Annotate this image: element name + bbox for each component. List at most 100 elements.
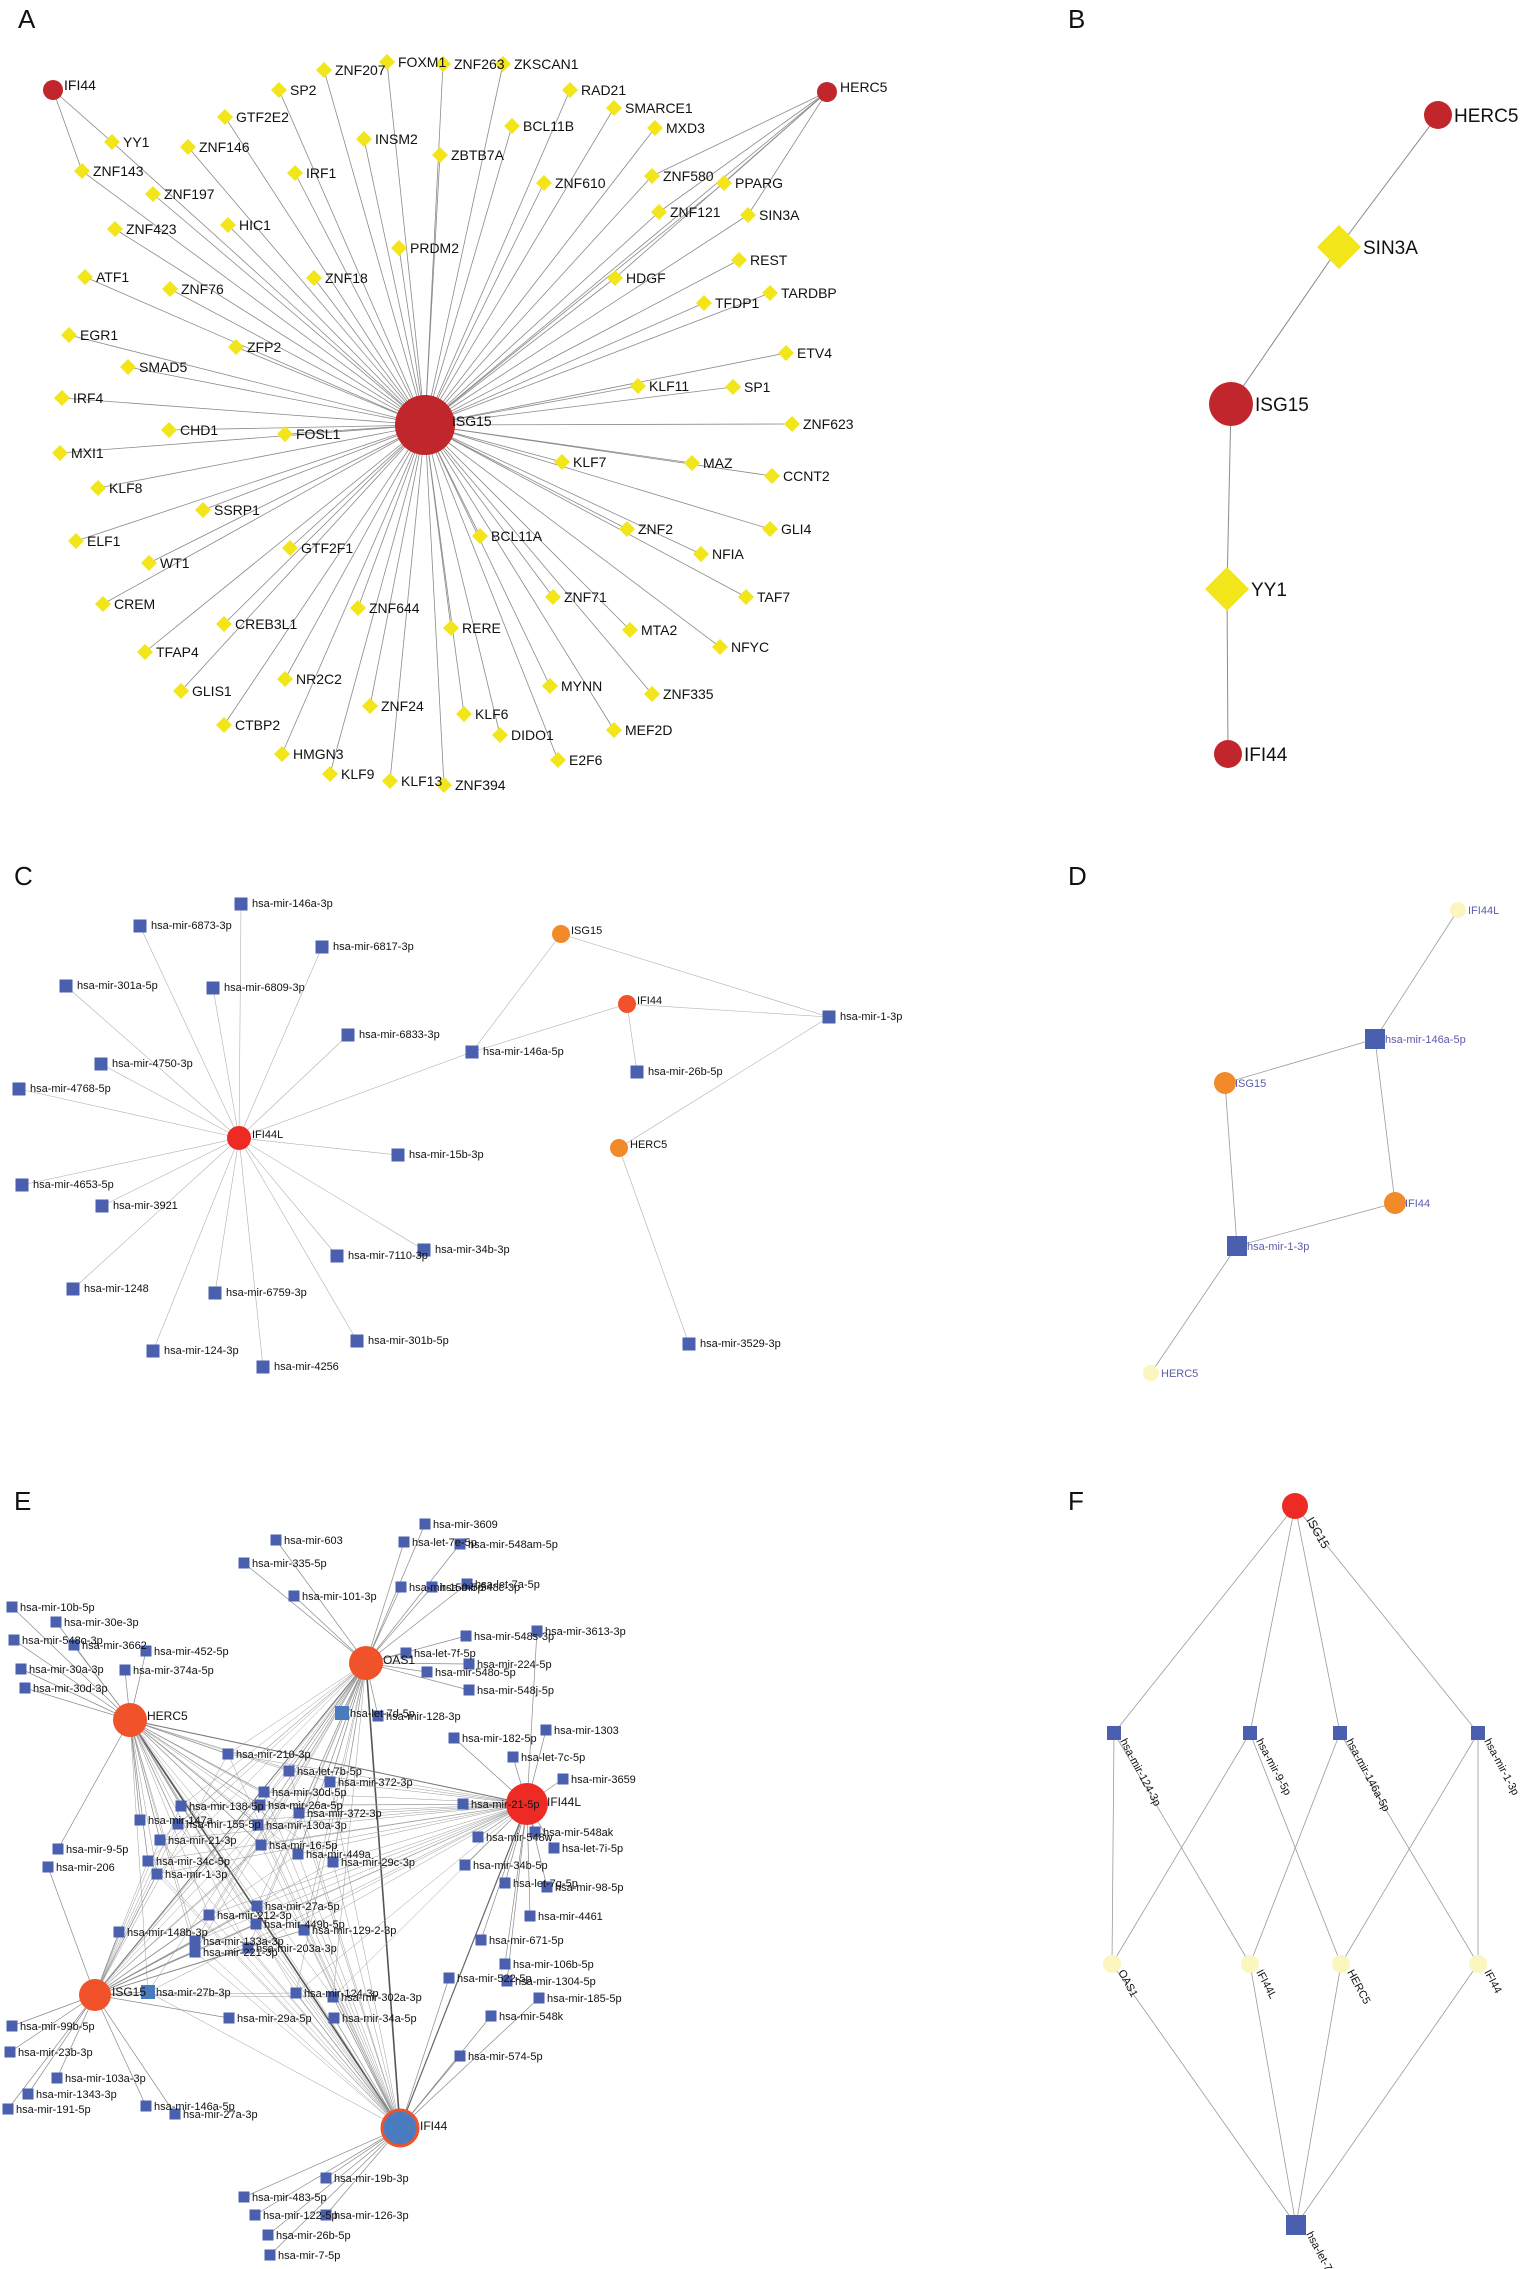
tf-node-znf197 xyxy=(145,186,161,202)
mirna-node-hsa-mir-148b-3p-66 xyxy=(113,1926,125,1938)
edge xyxy=(129,1719,297,1994)
node-label-hsa-mir-548o-3p: hsa-mir-548o-3p xyxy=(22,1635,103,1647)
edge xyxy=(68,334,426,426)
mirna-node-hsa-let-7i-5p-32 xyxy=(548,1842,560,1854)
tf-node-crem xyxy=(95,596,111,612)
tf-node-znf644 xyxy=(350,600,366,616)
tf-node-sp1 xyxy=(725,379,741,395)
node-label-znf71: ZNF71 xyxy=(564,589,607,605)
node-label-hsa-mir-1-3p: hsa-mir-1-3p xyxy=(165,1869,227,1881)
tf-node-ssrp1 xyxy=(195,502,211,518)
edge xyxy=(357,424,426,609)
edge xyxy=(424,424,615,731)
edge xyxy=(298,1812,401,2129)
edge xyxy=(94,1994,176,2115)
edge xyxy=(1226,588,1229,755)
node-label-hsa-mir-27a-5p: hsa-mir-27a-5p xyxy=(265,1901,340,1913)
node-label-mxi1: MXI1 xyxy=(71,445,104,461)
node-label-hsa-mir-26b-5p: hsa-mir-26b-5p xyxy=(276,2230,351,2242)
node-label-hsa-mir-103a-3p: hsa-mir-103a-3p xyxy=(65,2073,146,2085)
gene-node-ifi44l xyxy=(1241,1955,1259,1973)
edge xyxy=(303,1662,367,1931)
bottom-node-hsa-let-7b-5p xyxy=(1286,2215,1306,2235)
edge xyxy=(177,1823,401,2129)
mirna-node-hsa-mir-10b-5p-6 xyxy=(6,1601,18,1613)
tf-node-tfap4 xyxy=(137,644,153,660)
edge xyxy=(424,424,721,648)
edge xyxy=(424,424,702,555)
edge xyxy=(129,1719,161,1841)
mirna-node-hsa-mir-1-3p xyxy=(822,1010,836,1024)
mirna-node-hsa-let-7e-5p-4 xyxy=(398,1536,410,1548)
node-yy1 xyxy=(1205,567,1249,611)
edge xyxy=(168,424,426,431)
edge xyxy=(61,397,426,426)
mirna-node-hsa-mir-21-3p-54 xyxy=(154,1834,166,1846)
node-label-yy1: YY1 xyxy=(1251,580,1287,601)
tf-node-egr1 xyxy=(61,327,77,343)
node-label-hsa-mir-6809-3p: hsa-mir-6809-3p xyxy=(224,982,305,994)
node-label-hsa-mir-1-3p: hsa-mir-1-3p xyxy=(840,1011,902,1023)
edge xyxy=(238,1137,358,1342)
node-label-hsa-mir-133a-3p: hsa-mir-133a-3p xyxy=(203,1936,284,1948)
mirna-node-hsa-mir-138-5p-49 xyxy=(175,1800,187,1812)
node-label-znf623: ZNF623 xyxy=(803,416,854,432)
mirna-node-hsa-mir-212-3p-64 xyxy=(203,1909,215,1921)
mirna-node-hsa-mir-4750-3p xyxy=(94,1057,108,1071)
edge xyxy=(313,277,426,426)
edge xyxy=(1339,1732,1479,1965)
node-label-znf644: ZNF644 xyxy=(369,600,420,616)
edge xyxy=(129,1719,290,1772)
top-node-isg15 xyxy=(1282,1493,1308,1519)
edge xyxy=(144,424,426,653)
gene-node-ifi44 xyxy=(380,2108,420,2148)
node-label-hsa-mir-374a-5p: hsa-mir-374a-5p xyxy=(133,1665,214,1677)
tf-node-znf146 xyxy=(180,139,196,155)
tf-node-smarce1 xyxy=(606,100,622,116)
node-label-isg15: ISG15 xyxy=(112,1985,146,1999)
edge xyxy=(256,1662,367,1907)
edge xyxy=(506,1803,528,1982)
edge xyxy=(365,1523,426,1664)
edge xyxy=(365,1662,470,1665)
edge xyxy=(238,1034,349,1139)
node-label-hsa-mir-548s-3p: hsa-mir-548s-3p xyxy=(474,1631,554,1643)
node-label-hsa-mir-130a-3p: hsa-mir-130a-3p xyxy=(266,1820,347,1832)
gene-node-ifi44 xyxy=(1469,1955,1487,1973)
mirna-node-hsa-mir-1-3p xyxy=(1471,1726,1485,1740)
mirna-node-hsa-mir-483-5p-83 xyxy=(238,2191,250,2203)
edge xyxy=(303,1803,528,1931)
edge xyxy=(424,211,660,426)
node-label-hsa-mir-129-2-3p: hsa-mir-129-2-3p xyxy=(312,1925,396,1937)
node-label-znf207: ZNF207 xyxy=(335,62,386,78)
node-label-rad21: RAD21 xyxy=(581,82,626,98)
panel-label-c: C xyxy=(14,861,33,891)
edge xyxy=(101,1137,240,1207)
mirna-node-hsa-mir-548s-3p-17 xyxy=(460,1630,472,1642)
node-label-znf24: ZNF24 xyxy=(381,698,424,714)
node-label-irf1: IRF1 xyxy=(306,165,337,181)
edge xyxy=(259,1662,367,1806)
panel-label-a: A xyxy=(18,4,36,34)
node-label-znf197: ZNF197 xyxy=(164,186,215,202)
edge xyxy=(194,1940,401,2129)
node-label-herc5: HERC5 xyxy=(630,1139,667,1151)
edge xyxy=(227,1753,401,2129)
edge xyxy=(254,2127,401,2216)
mirna-node-hsa-mir-34c-5p-59 xyxy=(142,1855,154,1867)
edge xyxy=(147,1860,401,2129)
node-label-hsa-mir-1-3p: hsa-mir-1-3p xyxy=(1247,1241,1309,1253)
edge xyxy=(1111,1963,1297,2226)
edge xyxy=(212,987,240,1139)
edge xyxy=(399,1803,528,2129)
edge xyxy=(18,1088,240,1139)
mirna-node-hsa-mir-203a-3p-68 xyxy=(242,1942,254,1954)
node-label-hsa-mir-3529-3p: hsa-mir-3529-3p xyxy=(700,1338,781,1350)
edge xyxy=(147,1803,528,1993)
edge xyxy=(424,424,773,477)
edge xyxy=(278,89,426,426)
node-label-znf423: ZNF423 xyxy=(126,221,177,237)
node-label-tfap4: TFAP4 xyxy=(156,644,199,660)
edge xyxy=(626,1003,830,1018)
node-label-hsa-mir-335-5p: hsa-mir-335-5p xyxy=(252,1558,327,1570)
